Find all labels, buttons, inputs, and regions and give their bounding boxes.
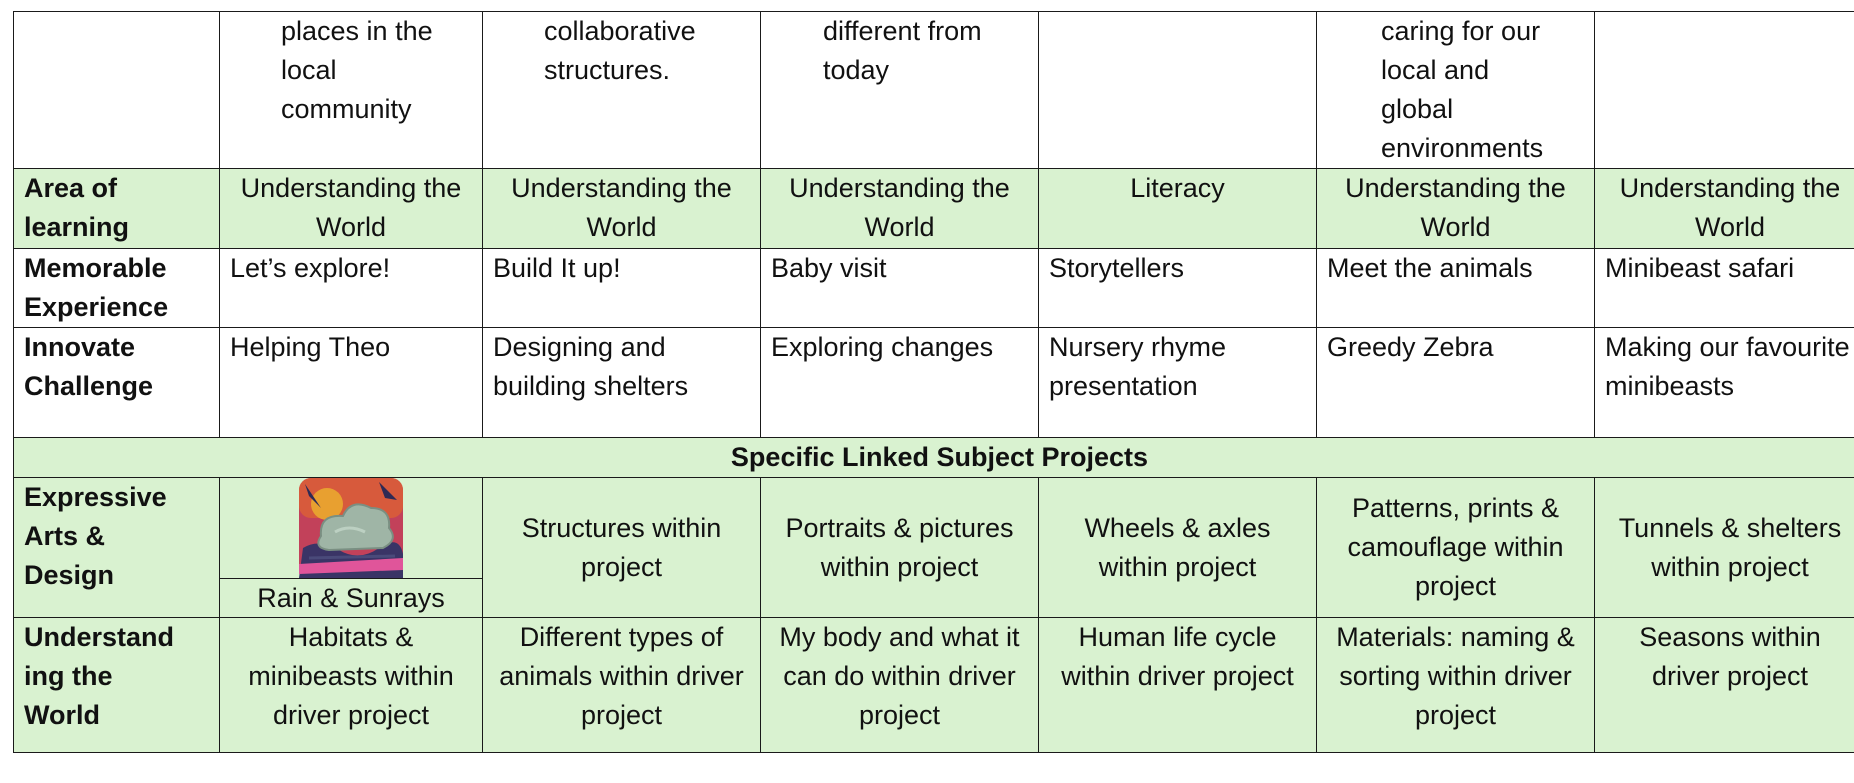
linked-projects-title: Specific Linked Subject Projects: [13, 437, 1854, 478]
area-of-learning-cell: Literacy: [1038, 168, 1317, 249]
area-of-learning-cell: Understanding the World: [219, 168, 483, 249]
expressive-arts-image-cell: Rain & Sunrays: [219, 477, 483, 618]
expressive-arts-cell: Patterns, prints & camouflage within pro…: [1316, 477, 1595, 618]
area-of-learning-cell: Understanding the World: [482, 168, 761, 249]
memorable-experience-cell: Minibeast safari: [1594, 248, 1854, 328]
continuation-row: places in the local community collaborat…: [13, 11, 1854, 169]
understanding-world-header: Understand ing the World: [13, 617, 220, 753]
area-of-learning-cell: Understanding the World: [1316, 168, 1595, 249]
continuation-cell-2: collaborative structures.: [482, 11, 761, 169]
understanding-world-cell: Different types of animals within driver…: [482, 617, 761, 753]
understanding-world-cell: Seasons within driver project: [1594, 617, 1854, 753]
innovate-challenge-cell: Exploring changes: [760, 327, 1039, 438]
memorable-experience-cell: Let’s explore!: [219, 248, 483, 328]
continuation-cell-6: [1594, 11, 1854, 169]
memorable-experience-cell: Storytellers: [1038, 248, 1317, 328]
area-of-learning-header: Area of learning: [13, 168, 220, 249]
memorable-experience-cell: Meet the animals: [1316, 248, 1595, 328]
rain-sunrays-caption: Rain & Sunrays: [257, 583, 445, 613]
innovate-challenge-cell: Helping Theo: [219, 327, 483, 438]
expressive-arts-cell: Portraits & pictures within project: [760, 477, 1039, 618]
memorable-experience-cell: Build It up!: [482, 248, 761, 328]
expressive-arts-cell: Tunnels & shelters within project: [1594, 477, 1854, 618]
continuation-cell-1: places in the local community: [219, 11, 483, 169]
innovate-challenge-header: Innovate Challenge: [13, 327, 220, 438]
innovate-challenge-cell: Greedy Zebra: [1316, 327, 1595, 438]
continuation-cell-4: [1038, 11, 1317, 169]
innovate-challenge-cell: Designing and building shelters: [482, 327, 761, 438]
understanding-world-row: Understand ing the World Habitats & mini…: [13, 617, 1854, 753]
understanding-world-cell: Human life cycle within driver project: [1038, 617, 1317, 753]
memorable-experience-row: Memorable Experience Let’s explore! Buil…: [13, 248, 1854, 328]
understanding-world-cell: Materials: naming & sorting within drive…: [1316, 617, 1595, 753]
understanding-world-cell: Habitats & minibeasts within driver proj…: [219, 617, 483, 753]
rain-sunrays-artwork-icon: [299, 478, 403, 578]
continuation-cell-5: caring for our local and global environm…: [1316, 11, 1595, 169]
innovate-challenge-row: Innovate Challenge Helping Theo Designin…: [13, 327, 1854, 438]
area-of-learning-cell: Understanding the World: [760, 168, 1039, 249]
memorable-experience-header: Memorable Experience: [13, 248, 220, 328]
area-of-learning-cell: Understanding the World: [1594, 168, 1854, 249]
expressive-arts-row: Expressive Arts & Design Rain: [13, 477, 1854, 618]
curriculum-table: places in the local community collaborat…: [13, 11, 1854, 753]
area-of-learning-row: Area of learning Understanding the World…: [13, 168, 1854, 249]
understanding-world-cell: My body and what it can do within driver…: [760, 617, 1039, 753]
expressive-arts-cell: Wheels & axles within project: [1038, 477, 1317, 618]
continuation-cell-3: different from today: [760, 11, 1039, 169]
memorable-experience-cell: Baby visit: [760, 248, 1039, 328]
expressive-arts-header: Expressive Arts & Design: [13, 477, 220, 618]
innovate-challenge-cell: Making our favourite minibeasts: [1594, 327, 1854, 438]
expressive-arts-cell: Structures within project: [482, 477, 761, 618]
linked-projects-title-row: Specific Linked Subject Projects: [13, 437, 1854, 478]
innovate-challenge-cell: Nursery rhyme presentation: [1038, 327, 1317, 438]
continuation-header-cell: [13, 11, 220, 169]
